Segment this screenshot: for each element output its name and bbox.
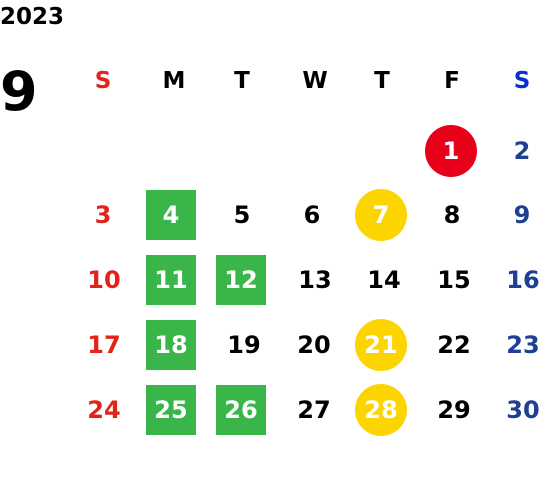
- date-cell-17: 17: [87, 331, 121, 359]
- date-cell-15: 15: [437, 266, 471, 294]
- date-cell-10: 10: [87, 266, 121, 294]
- weekday-monday: M: [162, 68, 186, 94]
- month-number: 9: [0, 60, 38, 123]
- date-cell-4: 4: [146, 190, 196, 240]
- year-label: 2023: [0, 4, 65, 30]
- date-cell-27: 27: [297, 396, 331, 424]
- date-cell-28: 28: [355, 384, 407, 436]
- date-cell-9: 9: [513, 201, 531, 229]
- date-cell-26: 26: [216, 385, 266, 435]
- date-cell-19: 19: [227, 331, 261, 359]
- weekday-thursday: T: [374, 68, 390, 94]
- date-cell-21: 21: [355, 319, 407, 371]
- date-cell-23: 23: [506, 331, 540, 359]
- weekday-friday: F: [444, 68, 460, 94]
- weekday-sunday: S: [94, 68, 112, 94]
- date-cell-8: 8: [443, 201, 461, 229]
- weekday-saturday: S: [513, 68, 531, 94]
- date-cell-5: 5: [233, 201, 251, 229]
- date-cell-14: 14: [367, 266, 401, 294]
- date-cell-20: 20: [297, 331, 331, 359]
- date-cell-24: 24: [87, 396, 121, 424]
- date-cell-2: 2: [513, 137, 531, 165]
- date-cell-13: 13: [298, 266, 332, 294]
- date-cell-30: 30: [506, 396, 540, 424]
- date-cell-25: 25: [146, 385, 196, 435]
- weekday-wednesday: W: [302, 68, 328, 94]
- date-cell-11: 11: [146, 255, 196, 305]
- date-cell-7: 7: [355, 189, 407, 241]
- date-cell-18: 18: [146, 320, 196, 370]
- date-cell-3: 3: [94, 201, 112, 229]
- date-cell-6: 6: [303, 201, 321, 229]
- weekday-tuesday: T: [234, 68, 250, 94]
- date-cell-1: 1: [425, 125, 477, 177]
- date-cell-22: 22: [437, 331, 471, 359]
- date-cell-16: 16: [506, 266, 540, 294]
- date-cell-12: 12: [216, 255, 266, 305]
- date-cell-29: 29: [437, 396, 471, 424]
